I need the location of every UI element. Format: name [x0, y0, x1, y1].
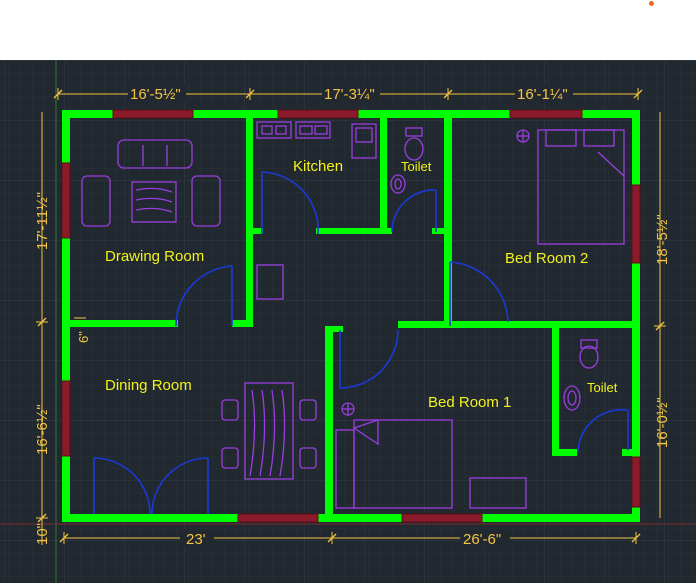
dim-bottom-right: 26'-6": [463, 531, 501, 548]
dim-offset: 6": [76, 331, 91, 343]
dim-top-left: 16'-5½": [130, 86, 181, 103]
dim-left-upper: 17'-11½": [34, 192, 51, 250]
label-toilet-top: Toilet: [401, 159, 432, 174]
dim-right-upper: 18'-5½": [654, 214, 671, 265]
accent-dot: [649, 1, 654, 6]
dim-right-lower: 16'-0½": [654, 397, 671, 448]
label-kitchen: Kitchen: [293, 158, 343, 175]
dim-top-mid: 17'-3¼": [324, 86, 375, 103]
dim-left-lower: 16'-6½": [34, 404, 51, 455]
dim-bottom-left: 23': [186, 531, 206, 548]
furniture: [81, 121, 625, 509]
label-bed-room-2: Bed Room 2: [505, 250, 588, 267]
top-margin: [0, 0, 696, 60]
dim-left-bottom: 10": [34, 523, 51, 545]
windows: [61, 109, 641, 523]
label-dining-room: Dining Room: [105, 377, 192, 394]
dimension-ticks: [37, 89, 665, 543]
walls: [62, 110, 640, 522]
doors: [93, 171, 629, 515]
label-drawing-room: Drawing Room: [105, 248, 204, 265]
label-toilet-right: Toilet: [587, 380, 618, 395]
cad-canvas[interactable]: 16'-5½" 17'-3¼" 16'-1¼" 23' 26'-6" 17'-1…: [0, 60, 696, 583]
label-bed-room-1: Bed Room 1: [428, 394, 511, 411]
dim-top-right: 16'-1¼": [517, 86, 568, 103]
